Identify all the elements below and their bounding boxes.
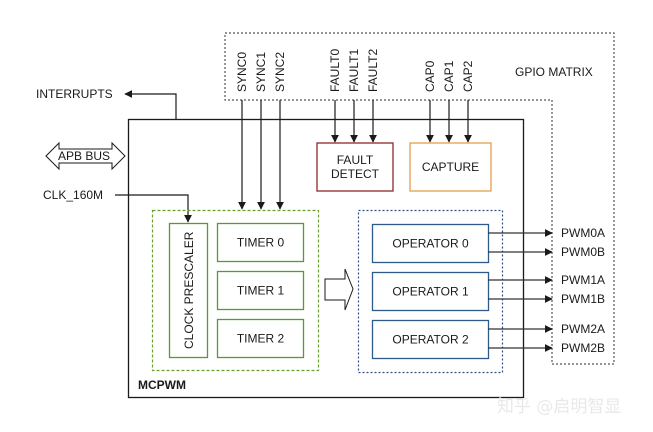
mcpwm-title: MCPWM (138, 378, 186, 392)
timer-0-block (216, 222, 305, 263)
timer-2-label: TIMER 2 (237, 332, 285, 346)
capture-label: CAPTURE (422, 160, 479, 174)
gpio-matrix-outline (224, 32, 615, 365)
fault-detect-label-line1: FAULT (337, 153, 374, 167)
capture-labels: CAP0 CAP1 CAP2 (423, 60, 475, 92)
timer-1-label: TIMER 1 (237, 284, 285, 298)
interrupts-label: INTERRUPTS (36, 87, 113, 101)
interrupts-arrow (124, 90, 177, 119)
fault-label-0: FAULT0 (328, 49, 342, 92)
capture-block (409, 142, 492, 192)
fault-detect-block (316, 142, 394, 192)
operator-1-label: OPERATOR 1 (392, 285, 469, 299)
clock-label: CLK_160M (43, 188, 103, 202)
operator-2-label: OPERATOR 2 (392, 333, 469, 347)
fault-labels: FAULT0 FAULT1 FAULT2 (328, 49, 380, 92)
timer-2-block (216, 318, 305, 359)
sync-labels: SYNC0 SYNC1 SYNC2 (235, 52, 287, 92)
operator-0-label: OPERATOR 0 (392, 237, 469, 251)
sync-label-2: SYNC2 (273, 52, 287, 92)
operator-2-block (371, 319, 490, 360)
apb-bus-arrow (45, 141, 126, 171)
operator-group (357, 209, 504, 374)
cap-label-1: CAP1 (442, 60, 456, 92)
fault-label-2: FAULT2 (366, 49, 380, 92)
timers-to-operators-arrow (324, 268, 354, 311)
watermark: 知乎 @启明智显 (497, 397, 621, 417)
fault-label-1: FAULT1 (347, 49, 361, 92)
pwm-label-2a: PWM2A (561, 322, 605, 336)
pwm-label-1a: PWM1A (561, 273, 605, 287)
clock-prescaler-label: CLOCK PRESCALER (182, 231, 196, 349)
pwm-label-0b: PWM0B (561, 245, 605, 259)
clock-arrow (115, 194, 192, 223)
pwm-label-2b: PWM2B (561, 341, 605, 355)
cap-label-0: CAP0 (423, 60, 437, 92)
mcpwm-box (127, 118, 525, 399)
cap-label-2: CAP2 (461, 60, 475, 92)
pwm-label-0a: PWM0A (561, 226, 605, 240)
timer-group (151, 209, 320, 372)
apb-bus-label: APB BUS (58, 149, 110, 163)
fault-detect-label-line2: DETECT (331, 167, 380, 181)
pwm-label-1b: PWM1B (561, 292, 605, 306)
operator-0-block (371, 223, 490, 264)
timer-1-block (216, 270, 305, 311)
clock-prescaler-block (168, 222, 209, 359)
operator-1-block (371, 271, 490, 312)
sync-label-1: SYNC1 (254, 52, 268, 92)
timer-0-label: TIMER 0 (237, 236, 285, 250)
gpio-matrix-label: GPIO MATRIX (515, 65, 593, 79)
sync-label-0: SYNC0 (235, 52, 249, 92)
